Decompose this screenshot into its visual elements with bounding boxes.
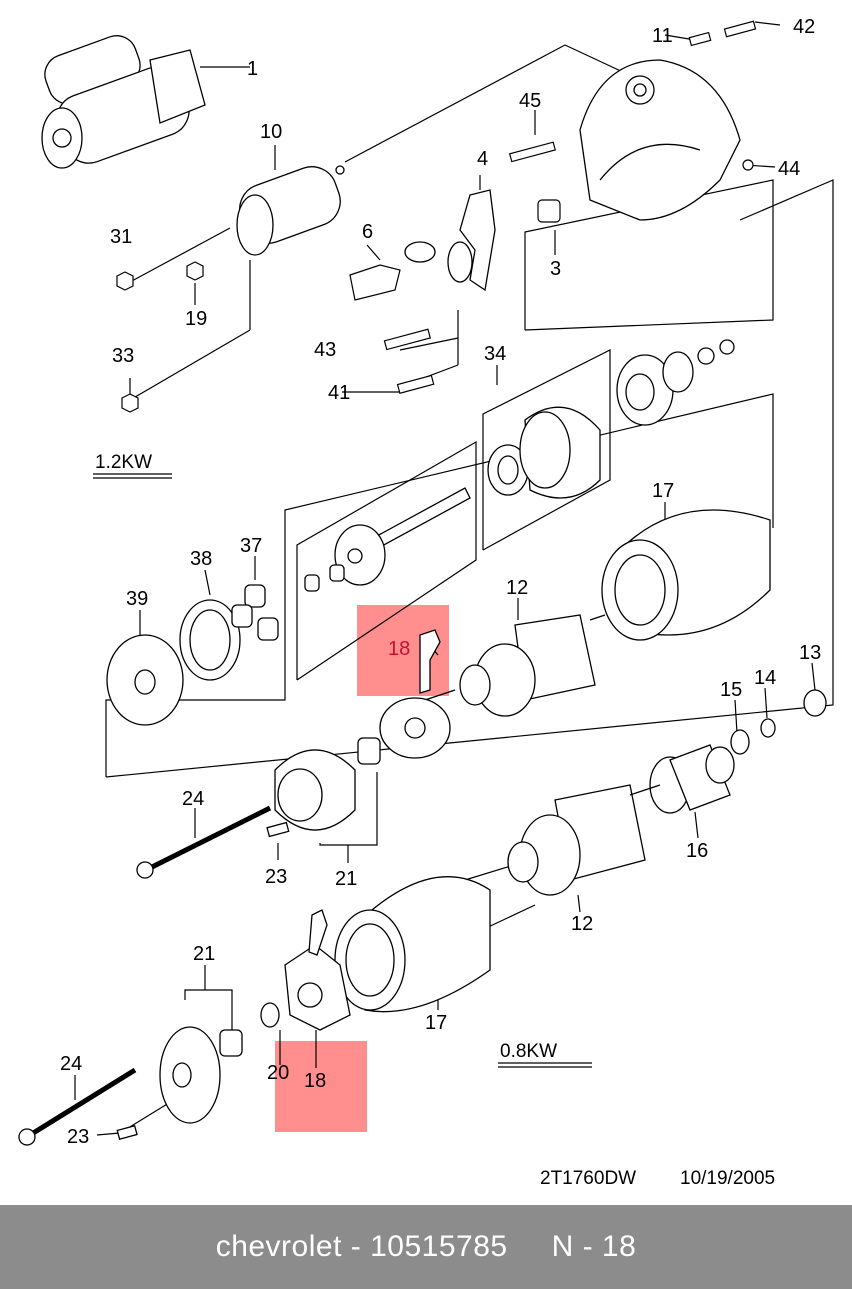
group-line-armature-box [296, 440, 477, 681]
bearing-21-upper-icon [357, 737, 381, 765]
brush-18-lower-icon [308, 909, 328, 956]
callout-39: 39 [126, 588, 148, 610]
yoke-17-upper-icon [601, 509, 771, 641]
group-line-upper-right [524, 179, 774, 331]
callout-1: 1 [247, 58, 258, 80]
callout-42: 42 [793, 16, 815, 38]
footer-brand: chevrolet [215, 1230, 342, 1263]
document-id: 2T1760DW [540, 1168, 636, 1189]
nut-31-icon [116, 271, 134, 291]
callout-10: 10 [260, 121, 282, 143]
shift-fork-icon [404, 189, 496, 292]
callout-34: 34 [484, 343, 506, 365]
document-date: 10/19/2005 [680, 1168, 775, 1189]
washer-20-icon [260, 1002, 280, 1028]
callout-17-lower: 17 [425, 1012, 447, 1034]
starter-assembly-icon [41, 35, 206, 169]
callout-18-lower: 18 [304, 1070, 326, 1092]
footer-separator: - [350, 1230, 362, 1263]
planet-gear-37c-icon [257, 617, 279, 641]
callout-24-lower: 24 [60, 1053, 82, 1075]
bolt-41-icon [396, 374, 435, 394]
footer-item-number: N - 18 [551, 1230, 637, 1263]
callout-21-lower: 21 [193, 943, 215, 965]
planet-gear-37a-icon [244, 584, 266, 608]
pinion-drive-lower-icon [649, 744, 735, 814]
callout-21-upper: 21 [335, 868, 357, 890]
callout-44: 44 [778, 158, 800, 180]
ring-15-icon [730, 729, 750, 755]
gear-3-icon [537, 199, 561, 223]
bolt-43-icon [383, 328, 431, 351]
callout-20: 20 [267, 1062, 289, 1084]
highlight-box-lower [275, 1041, 367, 1132]
callout-31: 31 [110, 226, 132, 248]
callout-12-upper: 12 [506, 577, 528, 599]
drive-housing-icon [579, 59, 741, 221]
armature-12-lower-icon [507, 784, 661, 896]
exploded-starter-diagram: 1 10 11 42 45 4 44 31 6 3 19 33 43 34 41… [18, 16, 834, 1189]
screw-23-upper-icon [266, 821, 290, 838]
brush-18-upper-icon [419, 629, 441, 694]
bolt-42-icon [723, 20, 757, 38]
planet-carrier-shaft-icon [304, 487, 471, 592]
callout-45: 45 [519, 90, 541, 112]
plug-44-icon [742, 159, 754, 171]
nut-19-icon [186, 261, 204, 281]
solenoid-icon [236, 165, 345, 256]
bolt-45-icon [508, 141, 556, 163]
callout-4: 4 [477, 148, 488, 170]
footer-part-number: 10515785 [370, 1230, 508, 1263]
footer-bar: chevrolet - 10515785 N - 18 [0, 1205, 852, 1289]
callout-18-upper: 18 [388, 638, 410, 660]
callout-43: 43 [314, 339, 336, 361]
group-line-34 [482, 349, 611, 551]
callout-12-lower: 12 [571, 913, 593, 935]
callout-19: 19 [185, 308, 207, 330]
planetary-gear-set-icon [487, 406, 601, 499]
callout-13: 13 [799, 642, 821, 664]
callout-15: 15 [720, 679, 742, 701]
screw-23-lower-icon [116, 1125, 138, 1140]
callout-14: 14 [754, 667, 776, 689]
nut-33-icon [121, 393, 139, 413]
callout-33: 33 [112, 345, 134, 367]
callout-3: 3 [550, 258, 561, 280]
group-line-1-2kw [105, 393, 774, 777]
yoke-17-lower-icon [334, 876, 491, 1013]
callout-24-upper: 24 [182, 788, 204, 810]
armature-12-upper-icon [424, 614, 606, 717]
callout-23-lower: 23 [67, 1126, 89, 1148]
group-line-13 [105, 179, 834, 778]
callout-38: 38 [190, 548, 212, 570]
rating-label-lower: 0.8KW [500, 1041, 557, 1062]
bolt-24-upper-icon [148, 805, 272, 871]
callout-16: 16 [686, 840, 708, 862]
bearing-21-lower-icon [219, 1029, 243, 1057]
pinion-drive-upper-icon [616, 339, 735, 426]
bolt-24-lower-icon [28, 1067, 137, 1138]
ring-13-icon [803, 689, 827, 717]
callout-41: 41 [328, 382, 350, 404]
rating-label-upper: 1.2KW [95, 452, 152, 473]
planet-gear-37b-icon [231, 604, 253, 628]
callout-23-upper: 23 [265, 866, 287, 888]
callout-11: 11 [652, 25, 673, 47]
callout-6: 6 [362, 221, 373, 243]
bolt-11-icon [688, 31, 712, 47]
ring-14-icon [760, 718, 776, 738]
callout-17-upper: 17 [652, 480, 674, 502]
callout-37: 37 [240, 535, 262, 557]
plunger-6-icon [349, 264, 401, 301]
